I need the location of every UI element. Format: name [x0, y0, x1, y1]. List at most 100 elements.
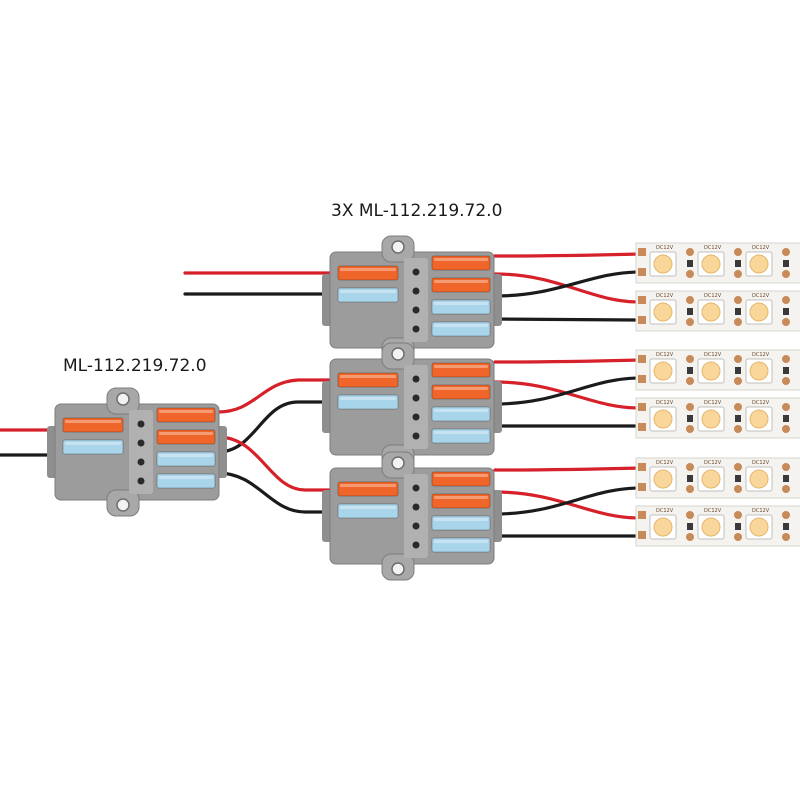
cut-pad-top-3: [782, 403, 790, 411]
strip-voltage-marking-1: DC12V: [656, 293, 674, 299]
right-lever-1: [431, 362, 491, 378]
solder-pad-positive: [638, 296, 646, 304]
cut-pad-top-2: [734, 355, 742, 363]
right-lever-2-highlight: [159, 432, 213, 435]
branch-connectors-label: 3X ML-112.219.72.0: [331, 201, 503, 221]
release-hole-4: [412, 432, 420, 440]
resistor-2: [735, 367, 741, 374]
resistor-2: [735, 523, 741, 530]
strip-voltage-marking-1: DC12V: [656, 508, 674, 514]
resistor-3: [783, 367, 789, 374]
cut-pad-bottom-1: [686, 485, 694, 493]
left-lever-1-highlight: [65, 420, 121, 423]
release-hole-2: [412, 394, 420, 402]
cut-pad-top-1: [686, 355, 694, 363]
strip-voltage-marking-1: DC12V: [656, 245, 674, 251]
bottom-out-strip2-positive: [493, 490, 642, 520]
led-chip-1: [653, 469, 673, 489]
left-lever-2: [337, 394, 399, 410]
solder-pad-negative: [638, 423, 646, 431]
led-chip-3: [749, 409, 769, 429]
left-lever-2-highlight: [340, 506, 396, 509]
main-connector: [47, 387, 227, 517]
middle-out-strip1-positive: [493, 358, 642, 364]
right-lever-3-highlight: [434, 302, 488, 305]
led-chip-1: [653, 409, 673, 429]
right-lever-1-highlight: [434, 258, 488, 261]
top-out-strip2-positive: [493, 272, 642, 304]
led-chip-3: [749, 302, 769, 322]
cut-pad-top-3: [782, 248, 790, 256]
bottom-branch-connector: [322, 451, 502, 581]
led-chip-1: [653, 302, 673, 322]
solder-pad-negative: [638, 375, 646, 383]
left-lever-2: [337, 503, 399, 519]
cut-pad-top-3: [782, 355, 790, 363]
left-lever-1: [337, 481, 399, 497]
top-out-strip1-negative: [493, 270, 642, 298]
middle-out-strip2-positive: [493, 380, 642, 410]
led-chip-1: [653, 254, 673, 274]
top-out-strip1-positive: [493, 252, 642, 258]
release-hole-3: [412, 413, 420, 421]
led-chip-1: [653, 361, 673, 381]
right-lever-4-highlight: [434, 540, 488, 543]
cut-pad-bottom-3: [782, 270, 790, 278]
cut-pad-bottom-1: [686, 425, 694, 433]
cut-pad-bottom-1: [686, 270, 694, 278]
strip-voltage-marking-1: DC12V: [656, 400, 674, 406]
led-chip-3: [749, 361, 769, 381]
cut-pad-top-3: [782, 511, 790, 519]
strip-voltage-marking-1: DC12V: [656, 460, 674, 466]
left-lever-2-highlight: [340, 397, 396, 400]
bottom-out-strip1-negative: [493, 486, 642, 516]
cut-pad-top-2: [734, 296, 742, 304]
led-chip-2: [701, 469, 721, 489]
cut-pad-bottom-2: [734, 377, 742, 385]
left-lever-2-highlight: [65, 442, 121, 445]
solder-pad-negative: [638, 531, 646, 539]
strip-voltage-marking-2: DC12V: [704, 460, 722, 466]
right-lever-3: [431, 406, 491, 422]
strip-voltage-marking-2: DC12V: [704, 293, 722, 299]
middle-branch-connector: [322, 342, 502, 472]
cut-pad-bottom-3: [782, 425, 790, 433]
left-lever-1-highlight: [340, 268, 396, 271]
left-lever-1-highlight: [340, 484, 396, 487]
cut-pad-top-2: [734, 511, 742, 519]
strip-voltage-marking-2: DC12V: [704, 245, 722, 251]
solder-pad-positive: [638, 463, 646, 471]
left-lever-1: [337, 265, 399, 281]
led-chip-2: [701, 517, 721, 537]
left-lever-2-highlight: [340, 290, 396, 293]
cut-pad-bottom-3: [782, 533, 790, 541]
mount-hole-top: [391, 240, 405, 254]
cut-pad-bottom-3: [782, 485, 790, 493]
right-lever-4-highlight: [434, 324, 488, 327]
cut-pad-top-1: [686, 403, 694, 411]
resistor-2: [735, 475, 741, 482]
release-hole-1: [412, 268, 420, 276]
led-chip-2: [701, 254, 721, 274]
right-lever-2: [156, 429, 216, 445]
resistor-3: [783, 260, 789, 267]
led-chip-2: [701, 302, 721, 322]
solder-pad-positive: [638, 403, 646, 411]
left-lever-2: [337, 287, 399, 303]
cut-pad-top-2: [734, 463, 742, 471]
release-hole-1: [412, 375, 420, 383]
solder-pad-negative: [638, 268, 646, 276]
led-chip-3: [749, 469, 769, 489]
cut-pad-top-1: [686, 248, 694, 256]
cut-pad-top-1: [686, 511, 694, 519]
release-hole-3: [137, 458, 145, 466]
branch-wire-middle-negative: [216, 400, 332, 454]
right-lever-4: [431, 428, 491, 444]
right-lever-1-highlight: [159, 410, 213, 413]
